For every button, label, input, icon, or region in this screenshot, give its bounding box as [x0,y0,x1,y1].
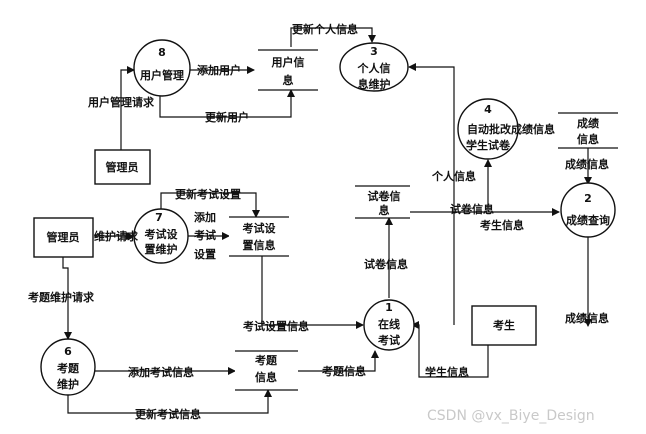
label-question-info: 考题信息 [322,364,366,378]
process-label: 用户管理 [140,68,184,82]
process-label: 置维护 [145,242,178,256]
process-number: 6 [64,345,72,358]
process-label: 息维护 [358,77,391,91]
process-label: 考试设 [145,227,179,241]
label-score-info-bottom: 成绩信息 [565,311,609,325]
entity-admin-left: 管理员 [33,217,94,258]
process-label: 个人信 [357,61,391,75]
process-number: 7 [155,211,163,224]
store-label: 成绩 [577,116,599,130]
entity-label: 管理员 [106,160,139,174]
label-update-exam-info: 更新考试信息 [135,407,201,421]
store-label: 信息 [255,370,277,384]
entity-label: 考生 [493,318,515,332]
process-1: 1 在线 考试 [363,299,415,351]
flow-update-personal-info [290,27,376,47]
process-8: 8 用户管理 [133,39,191,97]
label-score-info-top: 成绩信息 [565,157,609,171]
label-personal-info: 个人信息 [431,169,476,183]
flow-question-info [298,350,379,372]
process-3: 3 个人信 息维护 [339,42,409,92]
entity-student: 考生 [471,305,537,346]
label-paper-info-right: 试卷信息 [450,202,494,216]
label-add-exam-info: 添加考试信息 [128,365,194,379]
label-add-exam-settings: 考试 [194,228,216,242]
process-label: 学生试卷 [466,138,511,152]
label-add-user: 添加用户 [197,63,241,77]
process-label: 自动批改成绩信息 [467,122,555,136]
flow-exam-settings-info [261,256,364,329]
process-label: 维护 [57,377,79,391]
label-exam-settings-info: 考试设置信息 [243,319,309,333]
process-label: 考试 [378,333,400,347]
process-number: 8 [158,46,166,59]
process-7: 7 考试设 置维护 [133,208,189,264]
process-2: 2 成绩查询 [560,182,616,238]
process-number: 1 [385,301,393,314]
process-label: 在线 [378,317,400,331]
flow-question-maintain-request [62,257,72,340]
label-maintain-request: 维护请求 [94,229,139,243]
flow-update-user [159,89,295,118]
store-score: 成绩 信息 [558,112,618,149]
store-label: 考题 [255,353,278,367]
process-label: 考题 [57,361,80,375]
store-question: 考题 信息 [235,350,298,391]
label-update-exam-settings: 更新考试设置 [175,187,241,201]
flow-student-info [411,321,489,378]
flow-personal-info [408,63,455,325]
process-number: 2 [584,192,592,205]
store-exam-paper: 试卷信 息 [355,185,410,219]
store-label: 考试设 [243,221,277,235]
flow-update-exam-settings [160,192,260,218]
store-user-info: 用户信 息 [258,49,318,91]
store-label: 置信息 [243,238,276,252]
store-label: 息 [283,73,294,87]
label-update-user: 更新用户 [205,110,249,124]
label-student-info-bottom: 学生信息 [425,365,469,379]
flow-update-exam-info [67,389,272,414]
label-student-info-right: 考生信息 [480,218,524,232]
store-exam-settings: 考试设 置信息 [229,216,289,257]
label-paper-info-up: 试卷信息 [364,257,408,271]
process-number: 4 [484,103,492,116]
store-label: 信息 [577,132,599,146]
flow-user-mgmt-request [120,66,135,150]
store-label: 息 [379,203,390,217]
entity-label: 管理员 [47,230,80,244]
watermark: CSDN @vx_Biye_Design [427,408,595,424]
label-update-personal-info: 更新个人信息 [292,22,358,36]
process-6: 6 考题 维护 [40,338,96,396]
label-question-maintain-request: 考题维护请求 [28,290,95,304]
entity-admin-top: 管理员 [94,149,151,185]
label-add-exam-settings: 设置 [194,247,216,261]
label-add-exam-settings: 添加 [194,210,216,224]
process-4: 4 自动批改成绩信息 学生试卷 [457,98,555,160]
store-label: 试卷信 [368,189,401,203]
process-number: 3 [370,45,378,58]
store-label: 用户信 [272,55,305,69]
label-user-mgmt-request: 用户管理请求 [88,95,155,109]
process-label: 成绩查询 [566,213,610,227]
